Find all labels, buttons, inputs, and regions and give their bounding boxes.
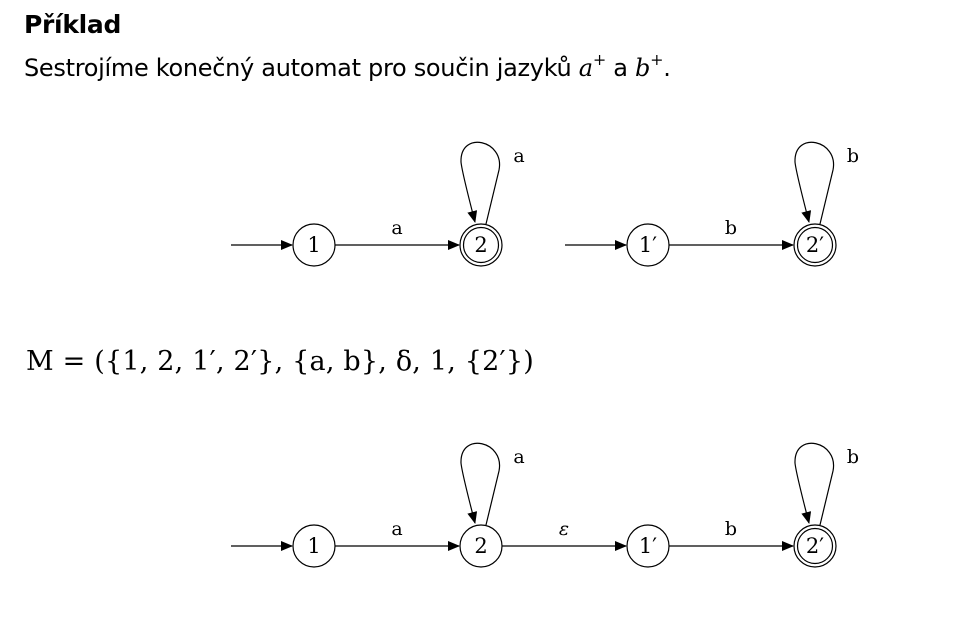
state-label: 2′ (806, 534, 824, 558)
state-label: 1 (307, 534, 320, 558)
state-2-final: 2 (459, 223, 503, 267)
loop-label: b (847, 145, 859, 167)
transition-label: a (391, 217, 402, 239)
intro-text-before: Sestrojíme konečný automat pro součin ja… (24, 54, 579, 82)
loop-label: b (847, 446, 859, 468)
state-label: 2 (474, 534, 487, 558)
transition-label: b (725, 518, 737, 540)
epsilon-label: ε (559, 518, 569, 540)
language-a-plus: + (592, 50, 606, 69)
language-b-plus: + (650, 50, 664, 69)
automaton-product: 1 a 2 a ε 1′ b 2′ b (231, 442, 859, 568)
heading: Příklad (24, 10, 122, 39)
automaton-definition: M = ({1, 2, 1′, 2′}, {a, b}, δ, 1, {2′}) (26, 346, 534, 377)
self-loop-2 (460, 141, 501, 225)
language-b-base: b (635, 54, 651, 82)
state-label: 1′ (639, 534, 657, 558)
intro-period: . (663, 54, 671, 82)
transition-label: a (391, 518, 402, 540)
loop-label: a (513, 446, 524, 468)
language-a-base: a (578, 54, 593, 82)
automaton-b: 1′ b 2′ b (565, 141, 859, 267)
state-label: 1′ (639, 233, 657, 257)
state-1-prime: 1′ (626, 524, 670, 568)
state-label: 2′ (806, 233, 824, 257)
loop-label: a (513, 145, 524, 167)
self-loop-2 (460, 442, 501, 526)
state-label: 2 (474, 233, 487, 257)
self-loop-2-prime (794, 141, 835, 225)
state-label: 1 (307, 233, 320, 257)
definition-formula: M = ({1, 2, 1′, 2′}, {a, b}, δ, 1, {2′}) (26, 346, 534, 377)
conjunction: a (605, 54, 635, 82)
state-1: 1 (292, 524, 336, 568)
automaton-a: 1 a 2 a (231, 141, 525, 267)
state-1: 1 (292, 223, 336, 267)
self-loop-2-prime (794, 442, 835, 526)
transition-label: b (725, 217, 737, 239)
state-1-prime: 1′ (626, 223, 670, 267)
state-2: 2 (459, 524, 503, 568)
intro-text: Sestrojíme konečný automat pro součin ja… (24, 50, 671, 82)
state-2-prime-final: 2′ (793, 223, 837, 267)
state-2-prime-final: 2′ (793, 524, 837, 568)
